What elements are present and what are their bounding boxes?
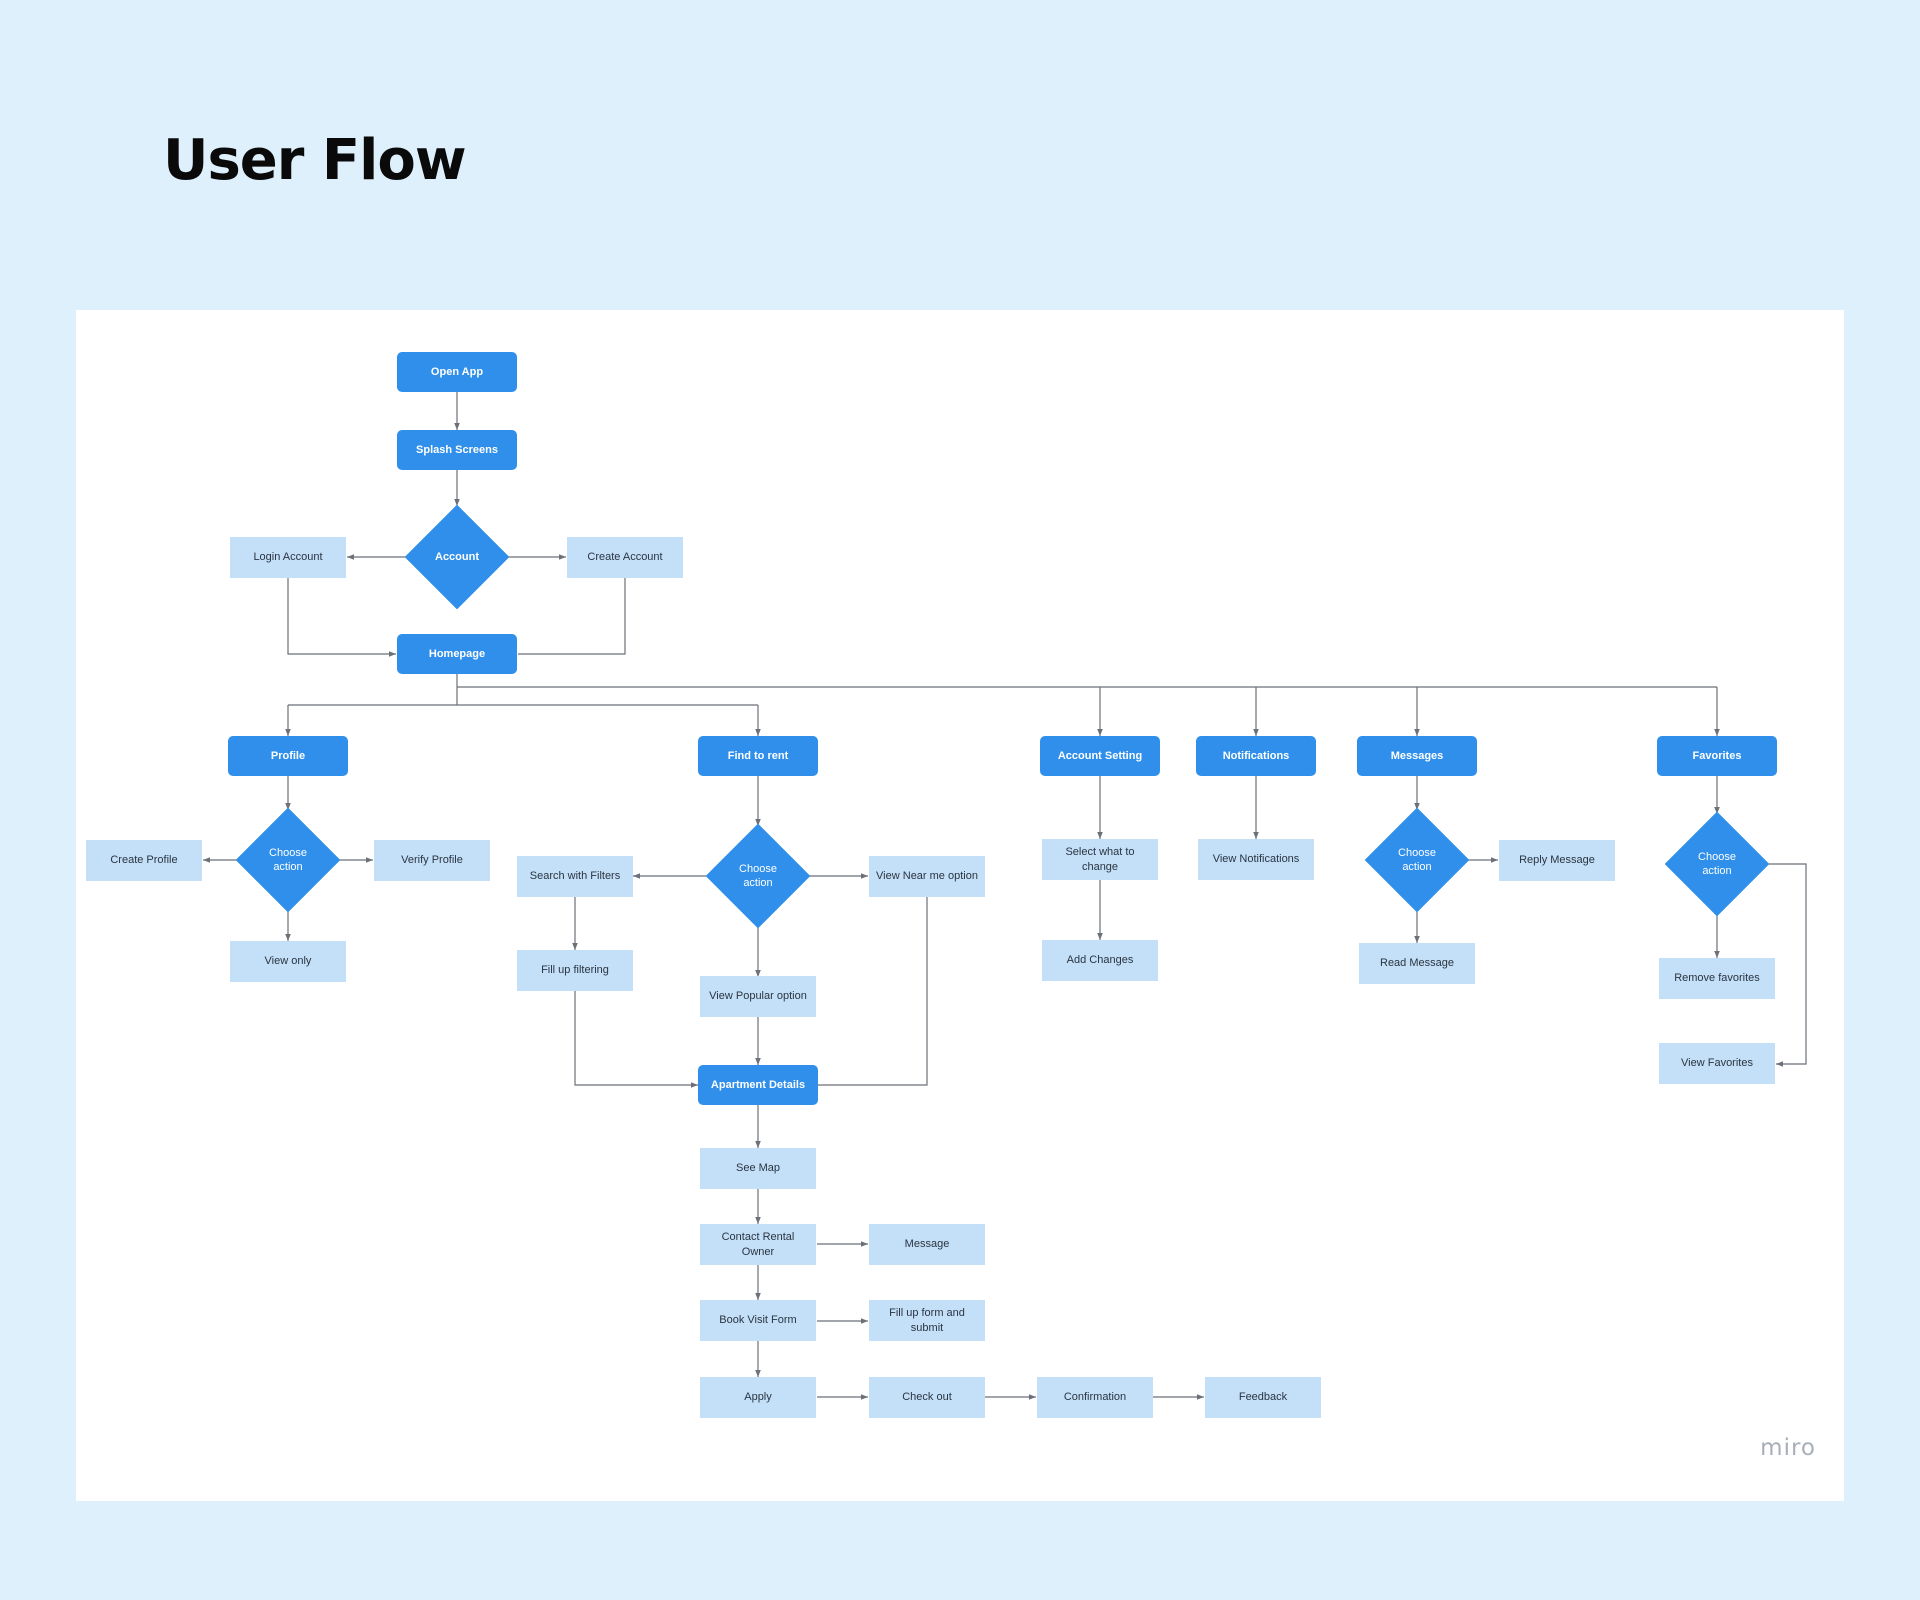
decision-label: Choose action: [739, 862, 777, 889]
node-message[interactable]: Message: [869, 1224, 985, 1265]
whiteboard-canvas: Open App Splash Screens Homepage Profile…: [76, 310, 1844, 1501]
node-confirmation[interactable]: Confirmation: [1037, 1377, 1153, 1418]
decision-label: Choose action: [269, 846, 307, 873]
decision-label: Choose action: [1398, 846, 1436, 873]
miro-logo: miro: [1760, 1435, 1816, 1461]
node-notifications[interactable]: Notifications: [1196, 736, 1316, 776]
decision-label: Choose action: [1698, 850, 1736, 877]
node-book-visit-form[interactable]: Book Visit Form: [700, 1300, 816, 1341]
node-profile[interactable]: Profile: [228, 736, 348, 776]
decision-label: Account: [435, 550, 479, 563]
connector-lines: [203, 392, 1807, 1400]
node-check-out[interactable]: Check out: [869, 1377, 985, 1418]
node-view-only[interactable]: View only: [230, 941, 346, 982]
node-contact-rental-owner[interactable]: Contact Rental Owner: [700, 1224, 816, 1265]
node-read-message[interactable]: Read Message: [1359, 943, 1475, 984]
node-select-what-to-change[interactable]: Select what to change: [1042, 839, 1158, 880]
node-apply[interactable]: Apply: [700, 1377, 816, 1418]
node-fill-up-filtering[interactable]: Fill up filtering: [517, 950, 633, 991]
node-remove-favorites[interactable]: Remove favorites: [1659, 958, 1775, 999]
node-feedback[interactable]: Feedback: [1205, 1377, 1321, 1418]
node-account-setting[interactable]: Account Setting: [1040, 736, 1160, 776]
node-apartment-details[interactable]: Apartment Details: [698, 1065, 818, 1105]
node-create-account[interactable]: Create Account: [567, 537, 683, 578]
node-view-popular[interactable]: View Popular option: [700, 976, 816, 1017]
decision-account[interactable]: Account: [404, 504, 510, 610]
node-view-near-me[interactable]: View Near me option: [869, 856, 985, 897]
edge-near-details: [818, 897, 928, 1086]
node-login-account[interactable]: Login Account: [230, 537, 346, 578]
node-messages[interactable]: Messages: [1357, 736, 1477, 776]
node-open-app[interactable]: Open App: [397, 352, 517, 392]
node-view-favorites[interactable]: View Favorites: [1659, 1043, 1775, 1084]
node-favorites[interactable]: Favorites: [1657, 736, 1777, 776]
page-title: User Flow: [163, 128, 467, 193]
node-reply-message[interactable]: Reply Message: [1499, 840, 1615, 881]
node-see-map[interactable]: See Map: [700, 1148, 816, 1189]
node-fill-up-form[interactable]: Fill up form and submit: [869, 1300, 985, 1341]
node-create-profile[interactable]: Create Profile: [86, 840, 202, 881]
edge-fill-details: [574, 991, 698, 1088]
node-homepage[interactable]: Homepage: [397, 634, 517, 674]
node-splash-screens[interactable]: Splash Screens: [397, 430, 517, 470]
decision-find-choose-action[interactable]: Choose action: [705, 823, 811, 929]
decision-favorites-choose-action[interactable]: Choose action: [1664, 811, 1770, 917]
node-find-to-rent[interactable]: Find to rent: [698, 736, 818, 776]
decision-messages-choose-action[interactable]: Choose action: [1364, 807, 1470, 913]
edge-fvchoose-view: [1768, 863, 1807, 1067]
node-search-with-filters[interactable]: Search with Filters: [517, 856, 633, 897]
node-view-notifications[interactable]: View Notifications: [1198, 839, 1314, 880]
edge-create-homepage: [518, 578, 626, 655]
node-verify-profile[interactable]: Verify Profile: [374, 840, 490, 881]
edge-login-homepage: [287, 578, 396, 657]
node-add-changes[interactable]: Add Changes: [1042, 940, 1158, 981]
decision-profile-choose-action[interactable]: Choose action: [235, 807, 341, 913]
